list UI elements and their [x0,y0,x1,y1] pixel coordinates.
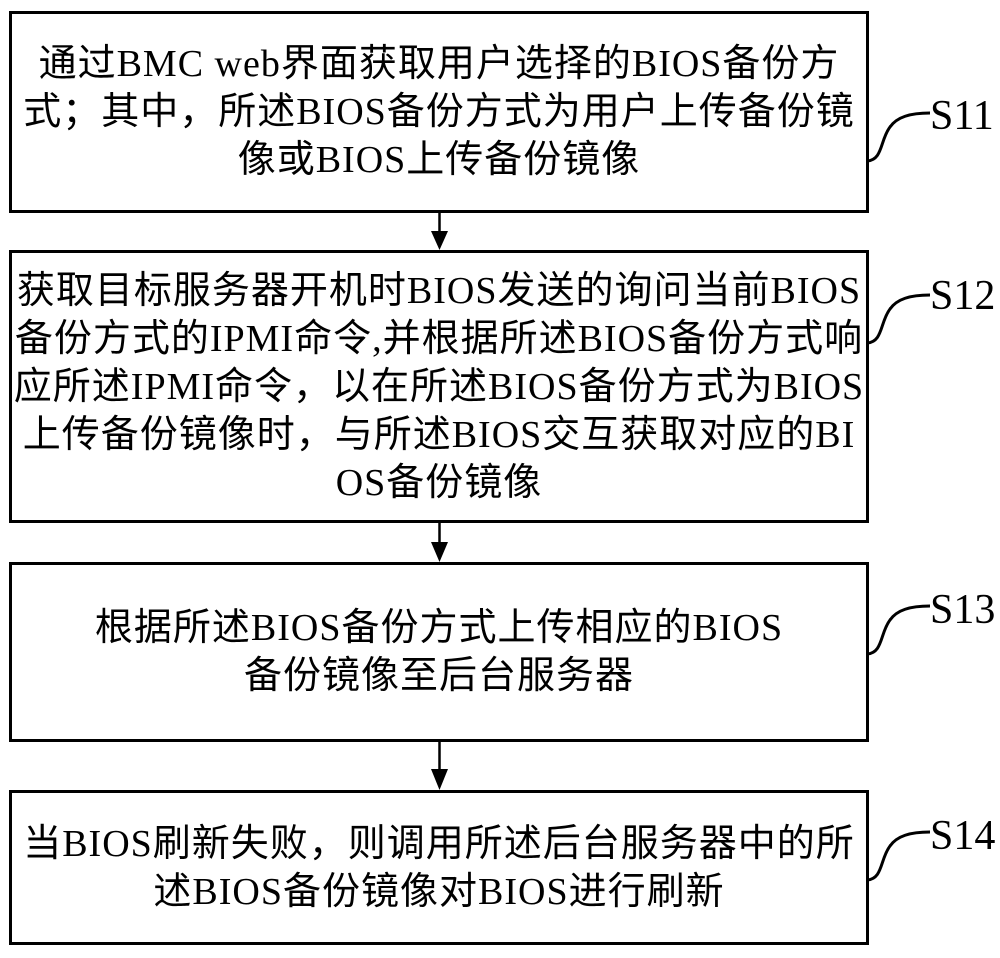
step-label-s11: S11 [930,93,994,139]
leader-curve-s11 [866,111,931,163]
leader-curve-s12 [866,293,931,345]
step-s12-text-line-4: 上传备份镜像时，与所述BIOS交互获取对应的BI [22,413,856,456]
step-label-s14: S14 [930,813,996,859]
step-s12-text-line-3: 应所述IPMI命令，以在所述BIOS备份方式为BIOS [13,365,865,408]
down-arrow-icon-1 [431,213,448,250]
step-s11-text-line-1: 通过BMC web界面获取用户选择的BIOS备份方 [38,43,840,85]
step-label-s12: S12 [930,273,996,319]
step-box-s11: 通过BMC web界面获取用户选择的BIOS备份方 式；其中，所述BIOS备份方… [9,11,869,213]
step-s11-text-line-2: 式；其中，所述BIOS备份方式为用户上传备份镜 [23,91,855,133]
step-label-s13: S13 [930,587,996,633]
step-box-s12: 获取目标服务器开机时BIOS发送的询问当前BIOS 备份方式的IPMI命令,并根… [9,250,869,523]
step-s12-text-line-5: OS备份镜像 [335,461,543,504]
step-box-s13: 根据所述BIOS备份方式上传相应的BIOS 备份镜像至后台服务器 [9,562,869,742]
step-s13-text-line-1: 根据所述BIOS备份方式上传相应的BIOS [94,607,784,649]
step-s14-text-line-2: 述BIOS备份镜像对BIOS进行刷新 [153,870,725,913]
leader-curve-s13 [866,604,931,656]
step-s12-text-line-1: 获取目标服务器开机时BIOS发送的询问当前BIOS [16,269,862,312]
down-arrow-icon-3 [431,742,448,790]
step-s13-text-line-2: 备份镜像至后台服务器 [243,655,634,697]
step-s11-text-line-3: 像或BIOS上传备份镜像 [237,139,641,181]
step-s12-text-line-2: 备份方式的IPMI命令,并根据所述BIOS备份方式响 [14,317,864,360]
leader-curve-s14 [866,830,931,882]
down-arrow-icon-2 [431,523,448,562]
step-box-s14: 当BIOS刷新失败，则调用所述后台服务器中的所 述BIOS备份镜像对BIOS进行… [9,790,869,945]
step-s14-text-line-1: 当BIOS刷新失败，则调用所述后台服务器中的所 [23,822,855,865]
